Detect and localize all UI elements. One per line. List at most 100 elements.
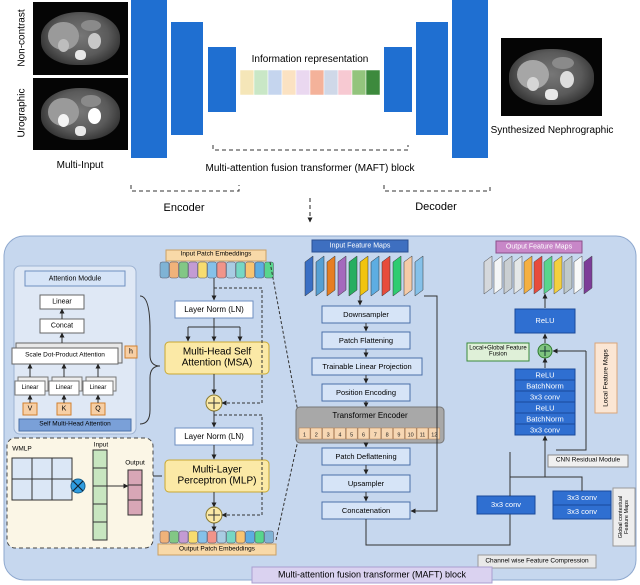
connector-top bbox=[269, 261, 299, 413]
cnn-stack-label: BatchNorm bbox=[526, 414, 564, 423]
ct-urographic bbox=[33, 78, 128, 150]
mlp-text: Multi-Layer Perceptron (MLP) bbox=[177, 464, 257, 486]
cnn-stack-label: ReLU bbox=[535, 403, 554, 412]
info-token bbox=[351, 69, 367, 96]
res-loop bbox=[556, 351, 587, 451]
self-mha-box bbox=[18, 418, 132, 432]
output-patch bbox=[245, 530, 255, 544]
input-feature-map bbox=[403, 255, 413, 297]
input-feature-map bbox=[326, 255, 336, 297]
attention-brace bbox=[139, 295, 161, 425]
info-token bbox=[309, 69, 325, 96]
multiply-cross bbox=[72, 480, 84, 492]
attn-concat-text: Concat bbox=[50, 322, 74, 330]
transformer-token-label: 8 bbox=[386, 433, 389, 439]
patch-flatten-text: Patch Flattening bbox=[338, 336, 394, 346]
input-patch bbox=[197, 261, 208, 279]
encoder-block-1 bbox=[131, 0, 167, 158]
output-patch-strip bbox=[159, 530, 274, 544]
transformer-token-label: 10 bbox=[408, 433, 414, 439]
output-patch bbox=[235, 530, 246, 544]
maft-brace bbox=[212, 145, 409, 151]
output-patch bbox=[178, 530, 189, 544]
output-feature-map bbox=[503, 255, 513, 295]
attn-linear-text: Linear bbox=[52, 298, 72, 306]
output-feature-map bbox=[483, 255, 493, 295]
output-feature-map bbox=[553, 255, 563, 295]
output-maps-label-box bbox=[495, 240, 583, 254]
ct-noncontrast bbox=[33, 2, 128, 75]
conv-left-box bbox=[476, 495, 536, 515]
synth-label: Synthesized Nephrographic bbox=[490, 124, 614, 136]
transformer-token bbox=[381, 427, 393, 440]
transformer-token bbox=[428, 427, 441, 440]
conv-left-up bbox=[509, 435, 548, 496]
transformer-token-label: 11 bbox=[420, 433, 426, 439]
input-patch bbox=[159, 261, 170, 279]
info-token bbox=[253, 69, 269, 96]
attn-arrows bbox=[27, 308, 101, 403]
cnn-stack-label: 3x3 conv bbox=[530, 392, 560, 401]
cnn-res-text: CNN Residual Module bbox=[555, 456, 621, 464]
info-token bbox=[295, 69, 311, 96]
cnn-stack-box bbox=[514, 423, 576, 436]
transformer-token-label: 4 bbox=[338, 433, 341, 439]
information-tokens bbox=[239, 69, 381, 96]
input-feature-map bbox=[392, 255, 402, 297]
ct-synthesized bbox=[501, 38, 602, 116]
skip-maps-concat bbox=[410, 295, 438, 514]
transformer-token bbox=[393, 427, 405, 440]
linear-k-text: Linear bbox=[55, 384, 73, 391]
transformer-token bbox=[310, 427, 323, 440]
upsampler-text: Upsampler bbox=[347, 479, 385, 489]
info-token bbox=[337, 69, 353, 96]
residual-2 bbox=[214, 414, 263, 518]
output-patch bbox=[188, 530, 198, 544]
encoder-block-2 bbox=[171, 22, 203, 135]
decoder-label: Decoder bbox=[415, 201, 457, 214]
k-text: K bbox=[61, 405, 67, 413]
input-feature-map bbox=[359, 255, 369, 297]
input-patch bbox=[245, 261, 255, 279]
input-feature-map bbox=[348, 255, 358, 297]
input-patch bbox=[207, 261, 217, 279]
input-patch bbox=[169, 261, 179, 279]
info-token bbox=[323, 69, 339, 96]
multi-input-label: Multi-Input bbox=[56, 159, 104, 171]
info-token bbox=[267, 69, 283, 96]
encoder-blocks bbox=[131, 0, 236, 158]
wmlp-output-column bbox=[127, 469, 143, 516]
output-patch bbox=[207, 530, 217, 544]
decoder-block-3 bbox=[452, 0, 488, 158]
self-mha-text: Self Multi-Head Attention bbox=[39, 420, 111, 428]
wmlp-input-text: Input bbox=[93, 441, 109, 449]
wmlp-output-text: Output bbox=[125, 459, 145, 467]
input-feature-map bbox=[370, 255, 380, 297]
transformer-token-label: 2 bbox=[315, 433, 318, 439]
encoder-brace bbox=[130, 185, 240, 192]
decoder-block-2 bbox=[416, 22, 448, 135]
trainable-text: Trainable Linear Projection bbox=[322, 362, 412, 372]
attention-module-label-box bbox=[24, 270, 126, 287]
transformer-token bbox=[369, 427, 382, 440]
output-patch bbox=[197, 530, 208, 544]
add-node-1-plus bbox=[208, 397, 220, 409]
input-patch bbox=[264, 261, 274, 279]
output-feature-map bbox=[583, 255, 593, 295]
downsampler-text: Downsampler bbox=[343, 310, 389, 320]
input-patch-strip bbox=[159, 261, 274, 279]
relu-top-box bbox=[514, 308, 576, 334]
posenc-text: Position Encoding bbox=[335, 388, 397, 398]
info-rep-label: Information representation bbox=[251, 53, 369, 65]
output-patch bbox=[159, 530, 170, 544]
transformer-token bbox=[416, 427, 429, 440]
global-fm-text: Global contextual Feature Maps bbox=[618, 495, 630, 539]
wmlp-text: WMLP bbox=[12, 445, 32, 453]
conv-r2-text: 3x3 conv bbox=[566, 507, 598, 517]
cnn-stack-label: BatchNorm bbox=[526, 381, 564, 390]
output-feature-map bbox=[513, 255, 523, 295]
deflatten-text: Patch Deflattening bbox=[335, 452, 397, 462]
h-box bbox=[124, 345, 138, 359]
info-token bbox=[281, 69, 297, 96]
